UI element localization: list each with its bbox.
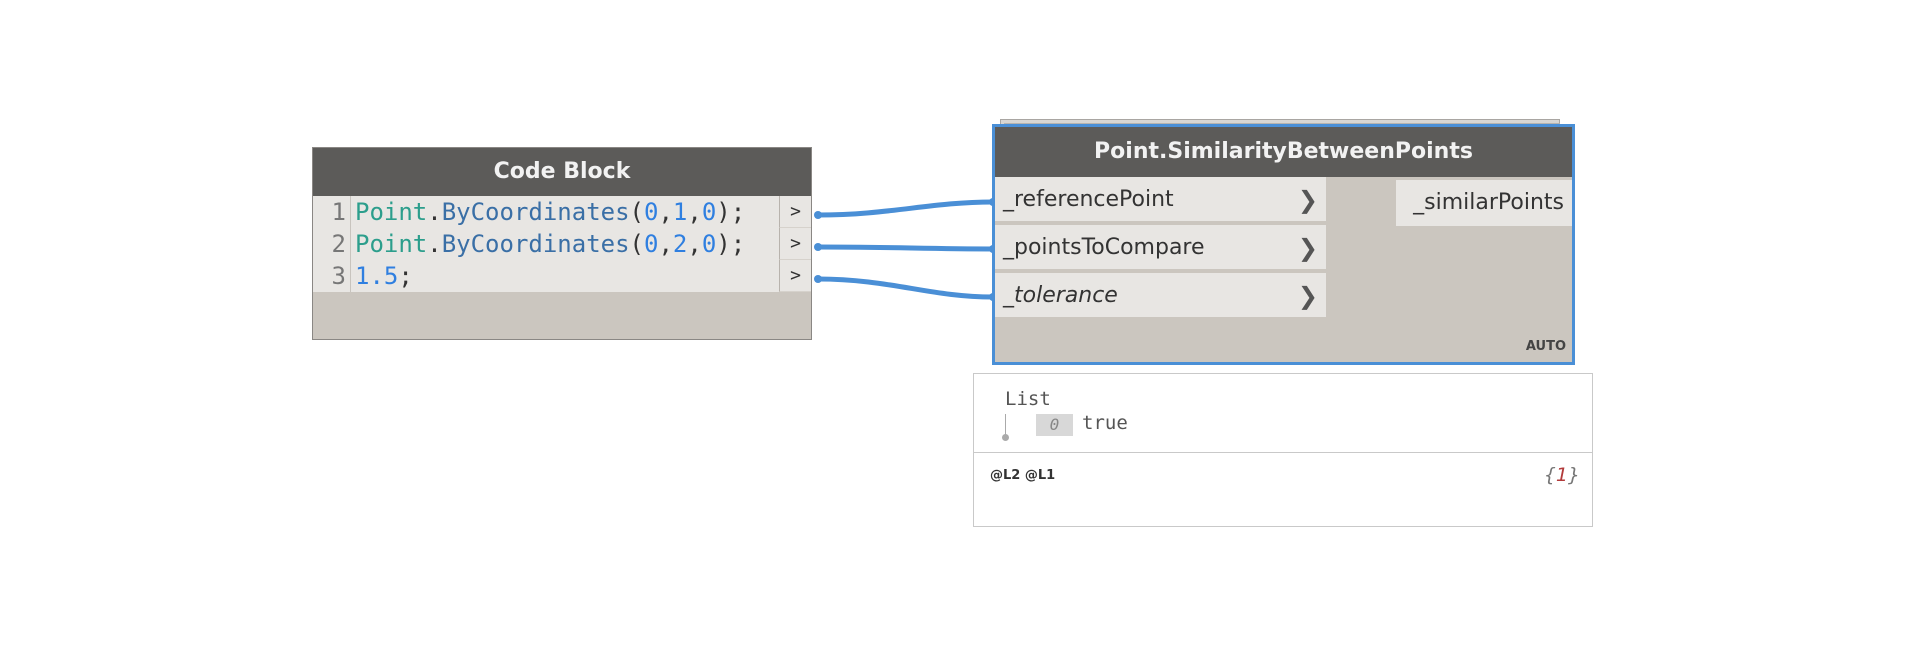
- code-token: Point: [355, 198, 428, 226]
- tree-line: [1005, 414, 1006, 439]
- output-port-similar-points[interactable]: _similarPoints: [1396, 180, 1572, 226]
- code-token: ByCoordinates: [441, 198, 630, 226]
- list-value: true: [1082, 412, 1128, 434]
- input-port-tolerance[interactable]: _tolerance ❯: [995, 273, 1326, 319]
- code-token: ,: [687, 230, 702, 258]
- code-token: (: [629, 198, 644, 226]
- code-token: .: [427, 230, 442, 258]
- code-token: ,: [687, 198, 702, 226]
- count-value: 1: [1555, 464, 1568, 486]
- code-text[interactable]: 1.5;: [351, 262, 413, 290]
- code-token: 1: [672, 198, 688, 226]
- code-token: 1.5: [355, 262, 399, 290]
- input-port-label: _referencePoint: [1003, 187, 1174, 212]
- chevron-right-icon: ❯: [1297, 234, 1318, 262]
- code-token: 0: [701, 198, 717, 226]
- chevron-right-icon: ❯: [1297, 186, 1318, 214]
- code-token: );: [716, 198, 746, 226]
- code-token: ,: [658, 198, 673, 226]
- code-editor[interactable]: 1 Point.ByCoordinates(0,1,0); 2 Point.By…: [313, 196, 779, 292]
- code-token: 2: [672, 230, 688, 258]
- wire-end-dot: [814, 243, 822, 251]
- code-line-2[interactable]: 2 Point.ByCoordinates(0,2,0);: [313, 228, 779, 260]
- line-number: 2: [313, 228, 351, 260]
- code-token: .: [427, 198, 442, 226]
- preview-list: List 0 true: [974, 374, 1592, 453]
- item-count: {1}: [1544, 464, 1580, 486]
- code-token: (: [629, 230, 644, 258]
- output-port-3[interactable]: >: [779, 260, 811, 292]
- lacing-label[interactable]: AUTO: [1525, 339, 1566, 354]
- line-number: 3: [313, 260, 351, 292]
- list-title: List: [1005, 388, 1051, 410]
- wire-end-dot: [814, 275, 822, 283]
- code-text[interactable]: Point.ByCoordinates(0,1,0);: [351, 198, 745, 226]
- similarity-node[interactable]: Point.SimilarityBetweenPoints _reference…: [992, 124, 1575, 365]
- wire-tolerance[interactable]: [817, 276, 994, 300]
- code-block-node[interactable]: Code Block 1 Point.ByCoordinates(0,1,0);…: [312, 147, 812, 340]
- similarity-node-title: Point.SimilarityBetweenPoints: [995, 127, 1572, 177]
- tree-node-dot: [1002, 434, 1009, 441]
- input-port-label: _pointsToCompare: [1003, 235, 1205, 260]
- line-number: 1: [313, 196, 351, 228]
- input-port-reference-point[interactable]: _referencePoint ❯: [995, 177, 1326, 223]
- output-port-2[interactable]: >: [779, 228, 811, 260]
- preview-bubble[interactable]: List 0 true @L2 @L1 {1}: [973, 373, 1593, 527]
- chevron-right-icon: ❯: [1297, 282, 1318, 310]
- code-text[interactable]: Point.ByCoordinates(0,2,0);: [351, 230, 745, 258]
- count-brace-close: }: [1567, 464, 1580, 486]
- code-line-3[interactable]: 3 1.5;: [313, 260, 779, 292]
- list-index-badge: 0: [1036, 414, 1073, 436]
- code-token: ,: [658, 230, 673, 258]
- input-port-label: _tolerance: [1003, 283, 1118, 308]
- code-token: ByCoordinates: [441, 230, 630, 258]
- code-token: );: [716, 230, 746, 258]
- code-token: 0: [644, 230, 659, 258]
- code-block-output-ports: > > >: [779, 196, 811, 292]
- input-port-points-to-compare[interactable]: _pointsToCompare ❯: [995, 225, 1326, 271]
- output-port-1[interactable]: >: [779, 196, 811, 228]
- code-token: 0: [701, 230, 717, 258]
- code-line-1[interactable]: 1 Point.ByCoordinates(0,1,0);: [313, 196, 779, 228]
- wire-reference-point[interactable]: [817, 199, 994, 218]
- code-token: 0: [644, 198, 659, 226]
- wire-end-dot: [814, 211, 822, 219]
- list-levels: @L2 @L1: [990, 468, 1056, 483]
- code-block-title: Code Block: [313, 148, 811, 196]
- wire-points-to-compare[interactable]: [817, 244, 994, 252]
- count-brace-open: {: [1543, 464, 1556, 486]
- code-token: ;: [398, 262, 413, 290]
- code-token: Point: [355, 230, 428, 258]
